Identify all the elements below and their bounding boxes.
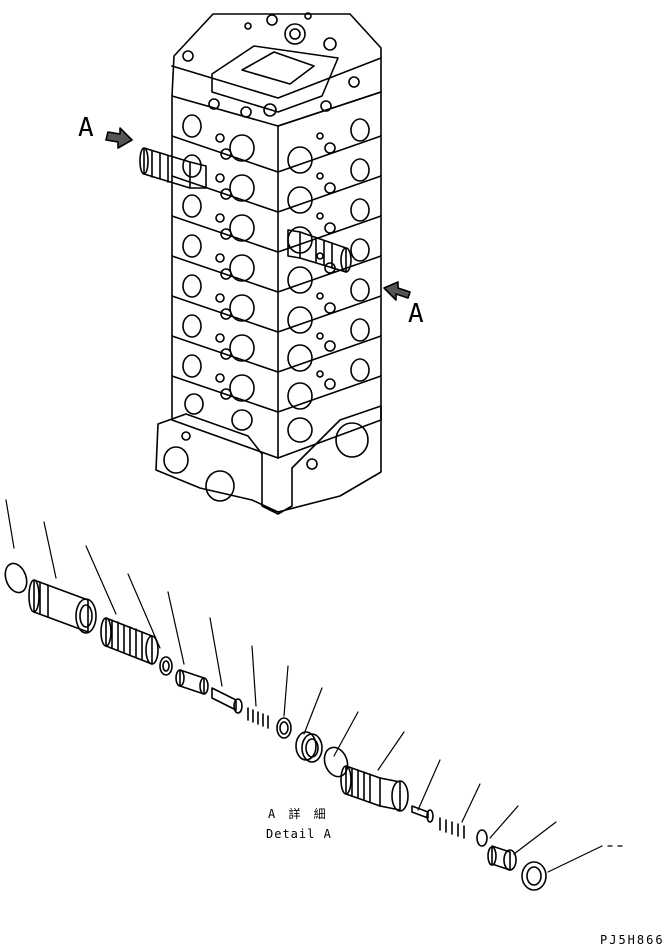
- top-bolt: [304, 12, 312, 20]
- right-face-sections: [277, 135, 382, 413]
- needle: [411, 805, 434, 823]
- valve-right-face-outline: [277, 91, 382, 459]
- top-bolt: [263, 103, 277, 117]
- part-number: PJ5H866: [600, 933, 665, 945]
- small-spring: [247, 707, 269, 729]
- leader-lines: [5, 499, 603, 873]
- view-label-a-left: A: [78, 113, 94, 143]
- valve-body-plug: [340, 765, 409, 812]
- ring: [476, 829, 488, 847]
- view-label-a-right: A: [408, 299, 424, 329]
- valve-top-recess: [241, 51, 315, 85]
- valve-top-plate: [211, 45, 339, 113]
- plug: [28, 579, 97, 634]
- flange-port: [163, 446, 189, 474]
- adjuster: [487, 845, 517, 871]
- control-valve-assembly: [139, 12, 382, 515]
- exploded-view-detail-a: A 詳 細 Detail A: [4, 499, 623, 891]
- detail-title-jp: A 詳 細: [268, 806, 329, 821]
- flange-port: [335, 422, 369, 458]
- top-port-cap: [284, 23, 306, 45]
- backup-ring-inner: [279, 721, 289, 735]
- top-bolt: [240, 106, 252, 118]
- seat: [175, 669, 209, 695]
- view-arrow-a-right: A: [383, 281, 424, 329]
- collar: [295, 731, 323, 763]
- backup-ring: [276, 717, 292, 739]
- top-bolt: [323, 37, 337, 51]
- nut: [521, 861, 547, 891]
- view-arrow-a-left: A: [78, 113, 133, 149]
- flange-port: [205, 470, 235, 502]
- detail-title-en: Detail A: [266, 827, 332, 841]
- ring-inner: [162, 660, 170, 672]
- o-ring: [4, 562, 28, 594]
- ring: [159, 656, 173, 676]
- spring-valve: [100, 617, 159, 665]
- top-bolt: [208, 98, 220, 110]
- left-face-ports: [182, 114, 255, 431]
- top-port-cap-inner: [289, 28, 301, 40]
- valve-top-face: [171, 13, 382, 127]
- relief-valve-right: [287, 229, 352, 273]
- valve-top-edge: [171, 57, 382, 99]
- flange-port: [306, 458, 318, 470]
- o-ring: [323, 746, 349, 778]
- valve-bottom-flange: [155, 405, 382, 515]
- top-bolt: [266, 14, 278, 26]
- poppet: [211, 687, 243, 714]
- top-bolt: [348, 76, 360, 88]
- spring: [439, 817, 465, 839]
- top-bolt: [320, 100, 332, 112]
- left-face-sections: [171, 135, 279, 413]
- relief-valve-left: [139, 147, 207, 189]
- top-bolt: [244, 22, 252, 30]
- top-bolt: [182, 50, 194, 62]
- flange-port: [181, 431, 191, 441]
